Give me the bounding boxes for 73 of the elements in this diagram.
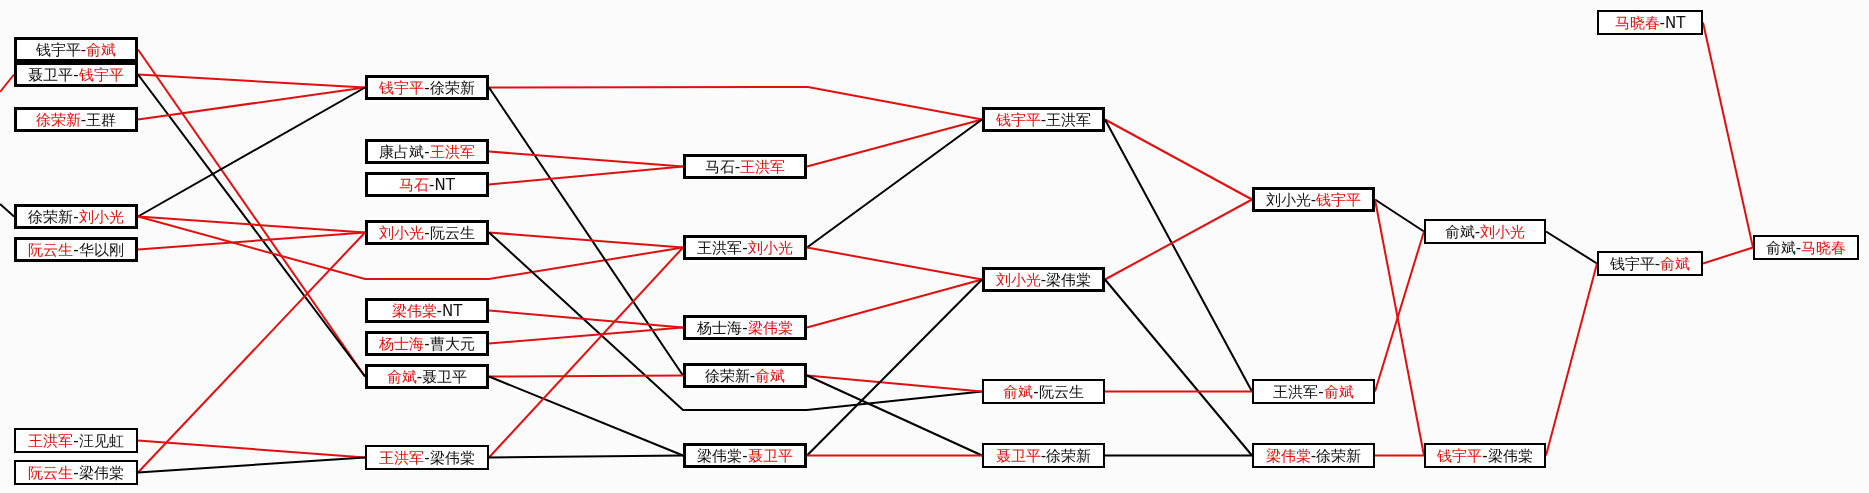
match-box: 俞斌-聂卫平: [365, 364, 489, 389]
match-box: 梁伟棠-徐荣新: [1252, 443, 1375, 468]
connector-line: [806, 118, 983, 249]
connector-line: [806, 374, 983, 457]
match-box: 聂卫平-徐荣新: [982, 443, 1105, 468]
connector-line: [488, 454, 684, 459]
connector-line: [488, 86, 684, 377]
match-box: 阮云生-梁伟棠: [14, 460, 138, 485]
connector-line: [1104, 278, 1253, 457]
connector-line: [137, 73, 366, 89]
connector-line: [1702, 246, 1754, 265]
connector-line: [488, 165, 684, 186]
connector-line: [1374, 198, 1425, 457]
match-box: 马晓春-NT: [1597, 10, 1703, 35]
connector-line: [806, 246, 983, 281]
match-box: 俞斌-马晓春: [1753, 235, 1859, 260]
connector-line: [0, 203, 15, 218]
match-box: 王洪军-梁伟棠: [365, 445, 489, 470]
match-box: 王洪军-汪见虹: [14, 428, 138, 453]
match-box: 徐荣新-王群: [14, 107, 138, 132]
connector-line: [1374, 198, 1425, 233]
match-box: 徐荣新-俞斌: [683, 363, 807, 388]
connector-line: [488, 326, 684, 345]
connector-line: [488, 150, 684, 168]
match-box: 钱宇平-徐荣新: [365, 75, 489, 100]
connector-line: [488, 309, 684, 329]
connector-line: [137, 231, 366, 474]
match-box: 俞斌-刘小光: [1424, 219, 1546, 244]
match-box: 钱宇平-俞斌: [14, 37, 138, 62]
connector-line: [806, 278, 983, 457]
connector-line: [488, 231, 684, 249]
connector-line: [137, 86, 366, 218]
connector-line: [806, 278, 983, 329]
match-box: 刘小光-钱宇平: [1252, 187, 1375, 212]
connector-line: [1545, 230, 1598, 265]
match-box: 梁伟棠-NT: [365, 298, 489, 323]
connector-line: [488, 231, 983, 411]
match-box: 徐荣新-刘小光: [14, 204, 138, 229]
connector-line: [806, 454, 983, 457]
connector-line: [806, 374, 983, 393]
match-box: 马石-NT: [365, 172, 489, 197]
connector-line: [1104, 454, 1253, 457]
connector-line: [488, 246, 684, 459]
match-box: 钱宇平-王洪军: [982, 107, 1105, 132]
match-box: 阮云生-华以刚: [14, 237, 138, 262]
match-box: 杨士海-曹大元: [365, 331, 489, 356]
connector-line: [806, 118, 983, 168]
match-box: 康占斌-王洪军: [365, 139, 489, 164]
match-box: 杨士海-梁伟棠: [683, 315, 807, 340]
connector-line: [0, 73, 15, 93]
connector-line: [137, 231, 366, 251]
connector-line: [488, 374, 684, 378]
connector-line: [137, 439, 366, 459]
match-box: 刘小光-梁伟棠: [982, 267, 1105, 292]
match-box: 王洪军-俞斌: [1252, 379, 1375, 404]
match-box: 钱宇平-俞斌: [1597, 251, 1703, 276]
connector-line: [1374, 454, 1425, 457]
match-box: 梁伟棠-聂卫平: [683, 443, 807, 468]
match-box: 钱宇平-梁伟棠: [1424, 443, 1546, 468]
match-box: 聂卫平-钱宇平: [14, 62, 138, 87]
connector-line: [1104, 118, 1253, 201]
connector-line: [488, 375, 684, 457]
connector-line: [137, 456, 366, 474]
match-box: 王洪军-刘小光: [683, 235, 807, 260]
connector-line: [488, 86, 983, 121]
connector-line: [1104, 118, 1253, 393]
connector-line: [137, 215, 684, 280]
match-box: 俞斌-阮云生: [982, 379, 1105, 404]
connector-line: [1104, 390, 1253, 393]
connector-line: [137, 86, 366, 121]
connector-line: [1104, 198, 1253, 281]
match-box: 马石-王洪军: [683, 154, 807, 179]
match-box: 刘小光-阮云生: [365, 220, 489, 245]
